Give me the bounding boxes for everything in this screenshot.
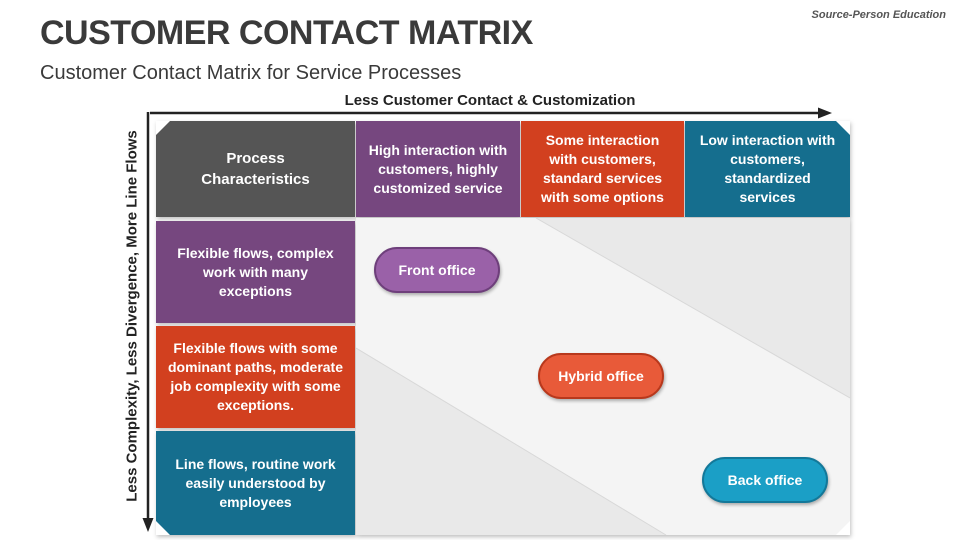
hybrid-office-pill: Hybrid office [538, 353, 664, 399]
contact-matrix: Process Characteristics High interaction… [156, 121, 850, 535]
lower-diagonal [356, 347, 667, 535]
page-subtitle: Customer Contact Matrix for Service Proc… [40, 62, 462, 84]
vertical-arrowhead [142, 518, 154, 532]
top-wedge [356, 218, 850, 398]
row-header-flexible: Flexible flows, complex work with many e… [156, 221, 355, 323]
row-header-label: Flexible flows, complex work with many e… [177, 244, 334, 299]
source-note: Source-Person Education [811, 9, 946, 21]
row-header-line-flows: Line flows, routine work easily understo… [156, 431, 355, 535]
column-header-low: Low interaction with customers, standard… [685, 121, 850, 217]
upper-diagonal [535, 218, 850, 399]
page-title: CUSTOMER CONTACT MATRIX [40, 14, 533, 52]
horizontal-arrowhead [818, 107, 832, 119]
column-header-some: Some interaction with customers, standar… [521, 121, 684, 217]
column-header-label: Low interaction with customers, standard… [699, 132, 836, 205]
corner-cell: Process Characteristics [156, 121, 355, 217]
column-header-label: High interaction with customers, highly … [368, 141, 508, 196]
row-header-label: Line flows, routine work easily understo… [175, 455, 336, 510]
column-header-label: Some interaction with customers, standar… [541, 132, 664, 205]
front-office-pill: Front office [374, 247, 500, 293]
back-office-pill: Back office [702, 457, 828, 503]
horizontal-axis-label: Less Customer Contact & Customization [344, 92, 636, 109]
matrix-corner-cuts [156, 121, 850, 535]
column-header-high: High interaction with customers, highly … [356, 121, 520, 217]
row-header-label: Flexible flows with some dominant paths,… [167, 340, 344, 413]
corner-label: Process Characteristics [201, 150, 310, 188]
row-header-dominant-paths: Flexible flows with some dominant paths,… [156, 326, 355, 428]
